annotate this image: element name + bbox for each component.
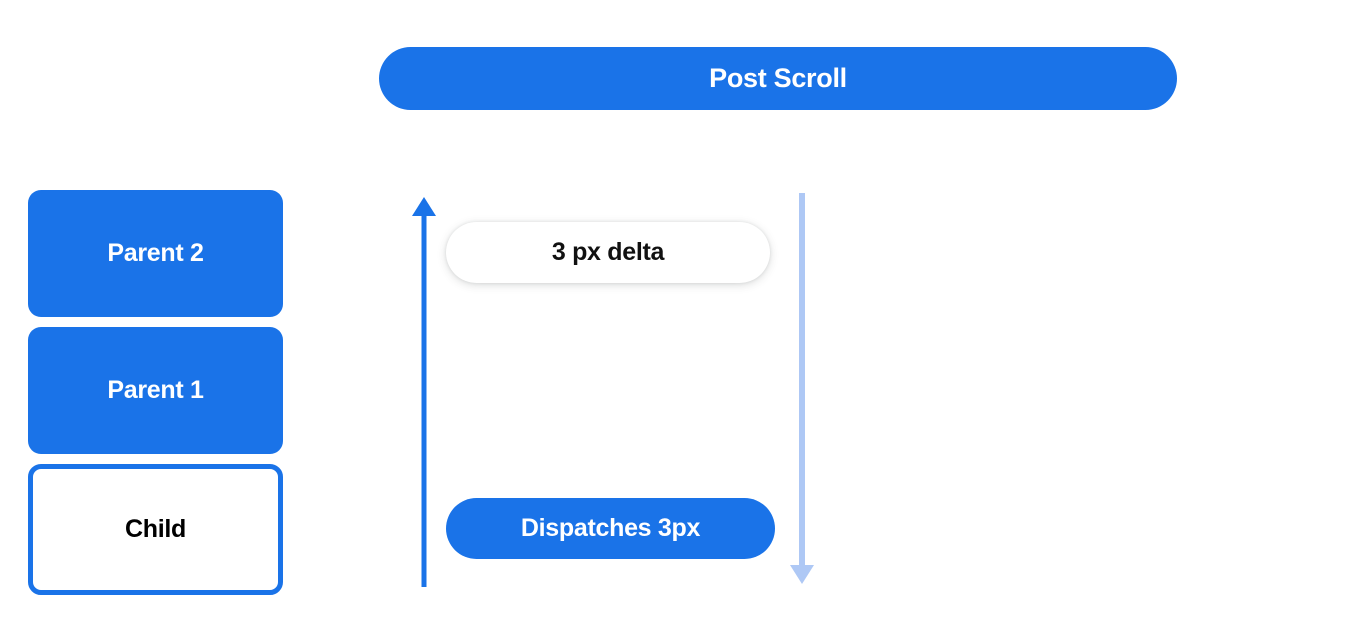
dispatch-pill: Dispatches 3px bbox=[446, 498, 775, 559]
node-box-parent-2: Parent 2 bbox=[28, 190, 283, 317]
node-box-child: Child bbox=[28, 464, 283, 595]
dispatch-pill-label: Dispatches 3px bbox=[520, 514, 701, 542]
node-box-parent-2-label: Parent 2 bbox=[107, 239, 204, 267]
node-box-stack: Parent 2 Parent 1 Child bbox=[28, 190, 283, 595]
delta-pill-label: 3 px delta bbox=[551, 238, 665, 266]
delta-pill: 3 px delta bbox=[446, 222, 770, 283]
post-scroll-header-pill: Post Scroll bbox=[379, 47, 1177, 110]
node-box-child-label: Child bbox=[125, 515, 186, 543]
scroll-down-arrow-icon bbox=[790, 193, 814, 584]
node-box-parent-1-label: Parent 1 bbox=[107, 376, 204, 404]
node-box-parent-1: Parent 1 bbox=[28, 327, 283, 454]
scroll-up-arrow-icon bbox=[412, 197, 436, 587]
post-scroll-header-label: Post Scroll bbox=[709, 63, 847, 93]
